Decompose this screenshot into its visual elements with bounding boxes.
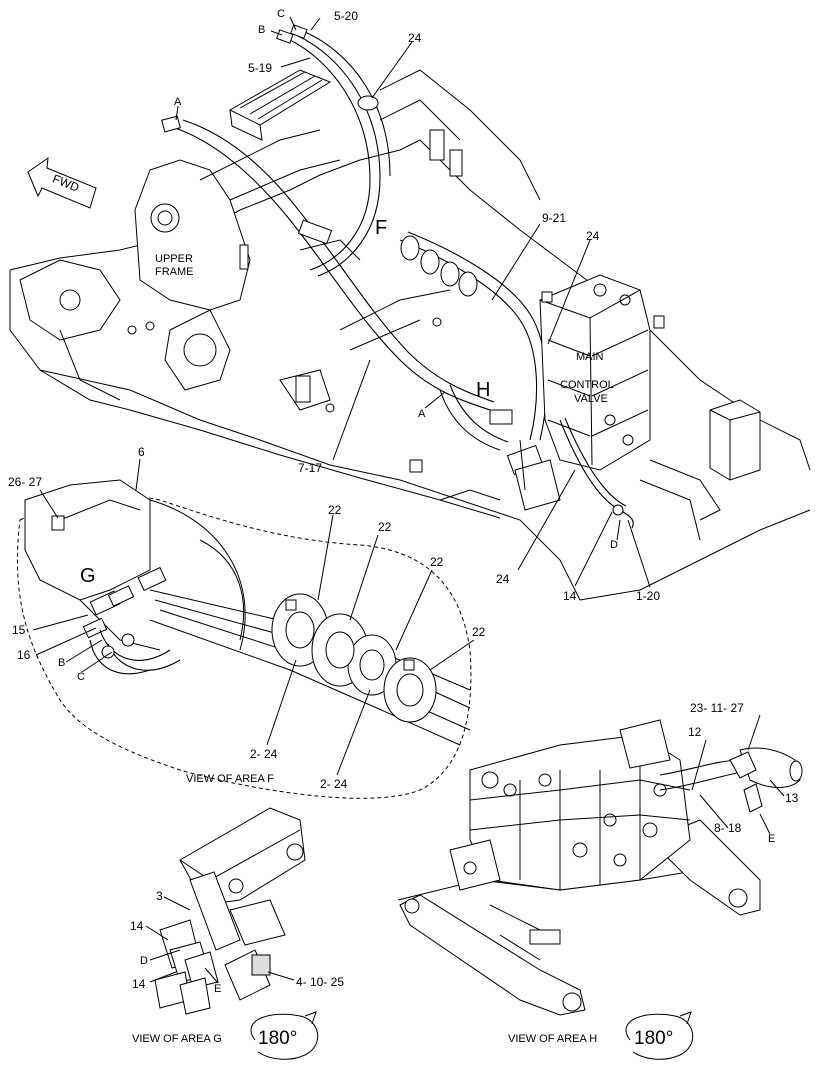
label-e-g: E [214,983,221,995]
mcv-label-1: MAIN [576,351,604,363]
label-13: 13 [785,791,799,805]
label-7-17: 7-17 [298,461,322,475]
label-2-24-b: 2- 24 [320,777,348,791]
upper-frame-label-1: UPPER [155,253,193,265]
label-24-mid: 24 [586,229,600,243]
label-d-g: D [140,955,148,967]
view-of-area-g [145,807,306,1015]
label-5-20: 5-20 [334,9,358,23]
label-c-g: C [77,671,85,683]
label-22-b: 22 [378,520,392,534]
rotation-label-h: 180° [634,1028,673,1049]
rotation-arrow-icon-h [625,1011,694,1060]
rotation-arrow-icon-g [250,1011,319,1060]
caption-view-area-f: VIEW OF AREA F [186,773,274,785]
label-6: 6 [138,445,145,459]
label-26-27: 26- 27 [8,475,42,489]
label-a-mid: A [418,408,426,420]
view-of-area-f [16,458,475,799]
label-23-11-27: 23- 11- 27 [690,701,744,715]
label-22-c: 22 [430,555,444,569]
label-e-h: E [768,833,775,845]
label-24-top: 24 [408,31,422,45]
label-12: 12 [688,725,702,739]
view-of-area-h [397,714,803,1016]
area-g-marker: G [80,565,96,587]
label-22-a: 22 [328,503,342,517]
area-h-marker: H [476,379,490,401]
label-14-g2: 14 [132,977,146,991]
caption-view-area-h: VIEW OF AREA H [508,1033,597,1045]
part-labels: C B 5-20 5-19 24 A FWD UPPER FRAME F 9-2… [8,8,799,1049]
label-3: 3 [156,889,163,903]
upper-frame-label-2: FRAME [155,266,194,278]
mcv-label-3: VALVE [574,393,608,405]
main-upper-view [9,16,811,601]
label-a-top: A [174,96,182,108]
label-5-19: 5-19 [248,61,272,75]
clamps-22 [271,593,437,723]
label-c-top: C [277,8,285,20]
forward-arrow-icon [27,156,97,209]
area-f-marker: F [375,217,387,239]
label-2-24-a: 2- 24 [250,747,278,761]
label-4-10-25: 4- 10- 25 [296,975,344,989]
label-15: 15 [12,623,26,637]
label-14-g1: 14 [130,919,144,933]
label-24-low: 24 [496,572,510,586]
label-8-18: 8- 18 [714,821,742,835]
main-control-valve [539,274,665,471]
label-b-g: B [58,657,65,669]
label-22-d: 22 [472,625,486,639]
caption-view-area-g: VIEW OF AREA G [132,1033,222,1045]
label-16: 16 [17,648,31,662]
rotation-label-g: 180° [258,1028,297,1049]
label-9-21: 9-21 [542,211,566,225]
label-1-20: 1-20 [636,589,660,603]
mcv-label-2: CONTROL [560,379,614,391]
label-d-mid: D [610,539,618,551]
label-14-mid: 14 [563,589,577,603]
label-b-top: B [258,24,265,36]
clamps-area-f [400,235,478,297]
